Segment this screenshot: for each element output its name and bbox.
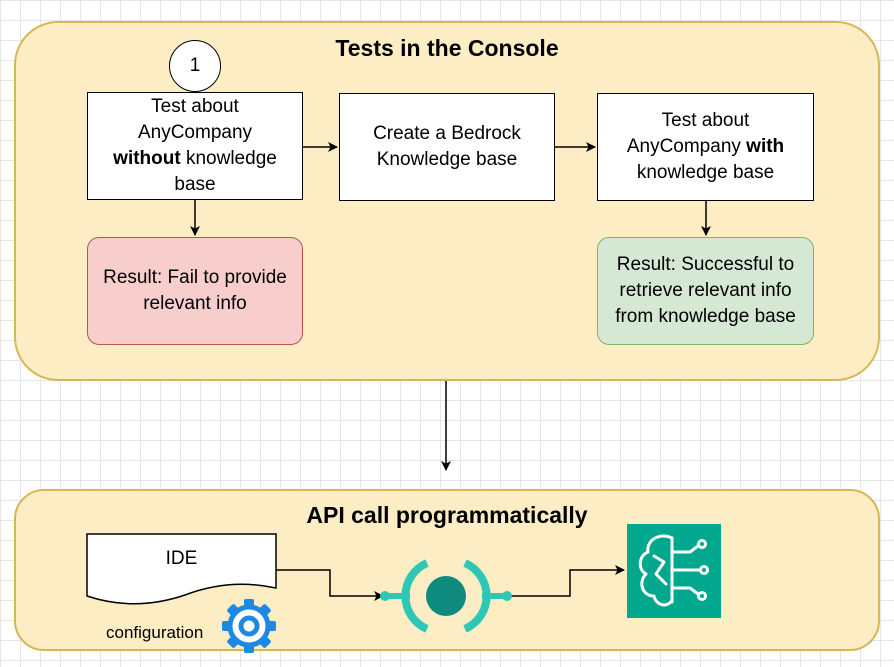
test-without-line1: Test about [151,96,239,117]
test-with-line2: AnyCompany [626,136,747,157]
step-number: 1 [189,55,201,76]
ide-document-shape[interactable] [86,533,277,605]
test-with-line3: knowledge base [636,162,775,183]
test-without-line2: AnyCompany [137,122,253,143]
test-with-kb-box[interactable]: Test about AnyCompany with knowledge bas… [597,93,814,201]
result-success-line1: Result: Successful to [616,254,795,275]
ide-label: IDE [165,548,198,569]
arrow-ide-to-endpoint [276,569,384,601]
test-without-line4: base [174,174,216,195]
api-call-title: API call programmatically [306,502,588,528]
create-kb-line2: Knowledge base [376,149,518,170]
test-without-line3: knowledge [180,148,277,169]
test-with-line1: Test about [661,110,750,131]
result-fail-line1: Result: Fail to provide [103,267,287,288]
create-kb-line1: Create a Bedrock [373,123,521,144]
test-without-kb-box[interactable]: Test about AnyCompany without knowledge … [87,92,303,200]
gear-icon [222,599,276,653]
arrow-endpoint-to-bedrock [509,565,625,597]
result-fail-line2: relevant info [143,293,247,314]
result-success-box[interactable]: Result: Successful to retrieve relevant … [597,237,814,345]
result-fail-box[interactable]: Result: Fail to provide relevant info [87,237,303,345]
result-success-line2: retrieve relevant info [619,280,792,301]
bedrock-brain-icon[interactable] [627,524,721,618]
test-with-bold: with [746,136,785,157]
step-number-badge: 1 [169,40,221,92]
api-endpoint-icon[interactable] [380,559,512,633]
configuration-label: configuration [106,623,204,642]
test-without-bold: without [113,148,181,169]
console-tests-title: Tests in the Console [335,35,559,61]
result-success-line3: from knowledge base [615,306,796,327]
create-kb-box[interactable]: Create a Bedrock Knowledge base [339,93,555,201]
